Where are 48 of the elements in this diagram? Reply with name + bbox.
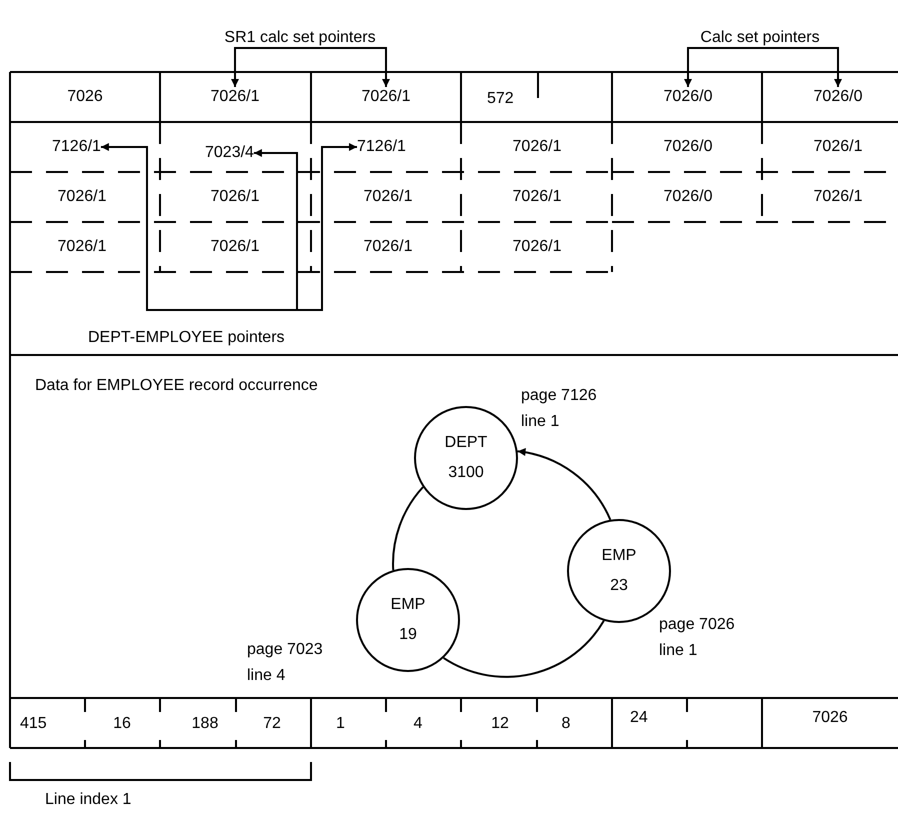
connector-line xyxy=(443,620,605,678)
pointer-field: 7026/1 xyxy=(512,187,562,207)
pointer-field: 7026/1 xyxy=(362,87,410,107)
pointer-field: 8 xyxy=(562,714,570,734)
pointer-field: 7026/1 xyxy=(58,237,106,257)
pointer-field: 7026/0 xyxy=(664,187,712,207)
pointer-field: 7026/1 xyxy=(210,237,260,257)
pointer-field: 7026/1 xyxy=(814,187,862,207)
record-circle: DEPT 3100 xyxy=(414,406,518,510)
pointer-field: 572 xyxy=(487,89,514,109)
pointer-field: 7026/1 xyxy=(364,237,412,257)
caption-text: Data for EMPLOYEE record occurrence xyxy=(35,376,318,396)
pointer-field: 7026/1 xyxy=(210,187,260,207)
arrow xyxy=(231,47,390,87)
pointer-field: 7026 xyxy=(812,708,848,728)
caption-text: Line index 1 xyxy=(45,790,132,810)
pointer-field: 1 xyxy=(336,714,345,734)
pointer-field: 7026/1 xyxy=(210,87,260,107)
pointer-field: 7023/4 xyxy=(205,143,254,163)
arrow xyxy=(684,47,842,87)
page-note: page 7023 line 4 xyxy=(247,640,324,686)
pointer-field: 72 xyxy=(263,714,281,734)
arrow xyxy=(254,143,357,311)
pointer-field: 24 xyxy=(630,708,648,728)
pointer-field: 12 xyxy=(491,714,509,734)
pointer-field: 7026/1 xyxy=(364,187,412,207)
pointer-field: 7026 xyxy=(67,87,103,107)
pointer-field: 7026/0 xyxy=(664,137,712,157)
pointer-field: 7026/1 xyxy=(58,187,106,207)
record-circle: EMP 19 xyxy=(356,568,460,672)
connector-line xyxy=(392,486,424,570)
pointer-field: 7026/0 xyxy=(664,87,712,107)
pointer-field: 7026/1 xyxy=(512,237,562,257)
caption-text: Calc set pointers xyxy=(700,28,820,48)
pointer-field: 4 xyxy=(414,714,422,734)
pointer-field: 7126/1 xyxy=(52,137,101,157)
pointer-field: 7126/1 xyxy=(357,137,406,157)
caption-text: DEPT-EMPLOYEE pointers xyxy=(88,328,285,348)
pointer-field: 7026/1 xyxy=(512,137,562,157)
caption-text: SR1 calc set pointers xyxy=(224,28,376,48)
arrow xyxy=(517,448,612,520)
pointer-field: 7026/1 xyxy=(814,137,862,157)
pointer-field: 415 xyxy=(20,714,47,734)
page-note: page 7126 line 1 xyxy=(521,386,598,432)
pointer-field: 16 xyxy=(113,714,131,734)
arrow xyxy=(100,143,298,311)
pointer-field: 188 xyxy=(192,714,218,734)
pointer-field: 7026/0 xyxy=(814,87,862,107)
